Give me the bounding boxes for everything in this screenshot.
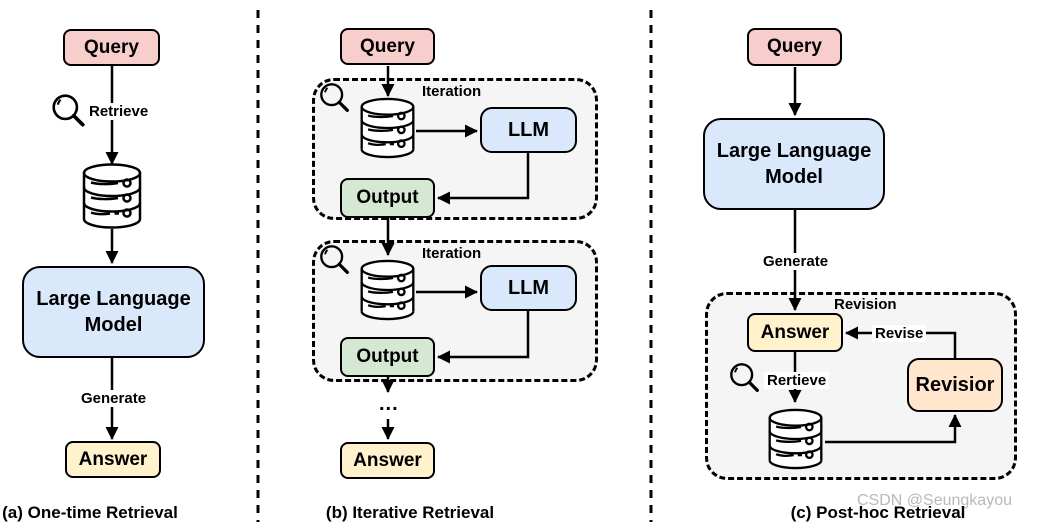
database-icon — [360, 259, 415, 321]
answer-node-b: Answer — [340, 442, 435, 479]
caption-b: (b) Iterative Retrieval — [325, 503, 495, 522]
ellipsis-label: ... — [379, 393, 399, 415]
llm-node-c: Large Language Model — [703, 118, 885, 210]
output-node-b1: Output — [340, 178, 435, 218]
database-icon — [768, 408, 823, 470]
arrow-b-llm2-to-output2 — [437, 311, 530, 364]
caption-a: (a) One-time Retrieval — [2, 503, 178, 522]
rertieve-label: Rertieve — [764, 372, 830, 389]
iteration-label-2: Iteration — [422, 245, 482, 262]
query-node-a: Query — [63, 29, 160, 66]
output-node-b2: Output — [340, 337, 435, 377]
arrow-b-llm1-to-output1 — [437, 153, 530, 205]
watermark-text: CSDN @Seungkayou — [857, 492, 1012, 509]
answer-node-a: Answer — [65, 441, 161, 478]
llm-node-b1: LLM — [480, 107, 577, 153]
magnifier-icon — [320, 245, 349, 274]
caption-c: (c) Post-hoc Retrieval — [790, 503, 966, 522]
answer-node-c: Answer — [747, 313, 843, 352]
revision-label: Revision — [834, 296, 897, 313]
query-node-c: Query — [747, 28, 842, 66]
database-icon — [360, 97, 415, 159]
arrow-c-database-to-revisior — [825, 414, 962, 444]
magnifier-icon — [320, 83, 349, 112]
iteration-label-1: Iteration — [422, 83, 482, 100]
magnifier-icon — [730, 363, 759, 392]
llm-node-a: Large Language Model — [22, 266, 205, 358]
generate-label-c: Generate — [760, 253, 832, 270]
retrieve-label-a: Retrieve — [86, 103, 152, 120]
llm-node-b2: LLM — [480, 265, 577, 311]
database-icon — [82, 163, 142, 229]
revisior-node: Revisior — [907, 358, 1003, 412]
magnifier-icon — [52, 94, 85, 127]
generate-label-a: Generate — [78, 390, 150, 407]
query-node-b: Query — [340, 28, 435, 65]
revise-label: Revise — [872, 325, 927, 342]
